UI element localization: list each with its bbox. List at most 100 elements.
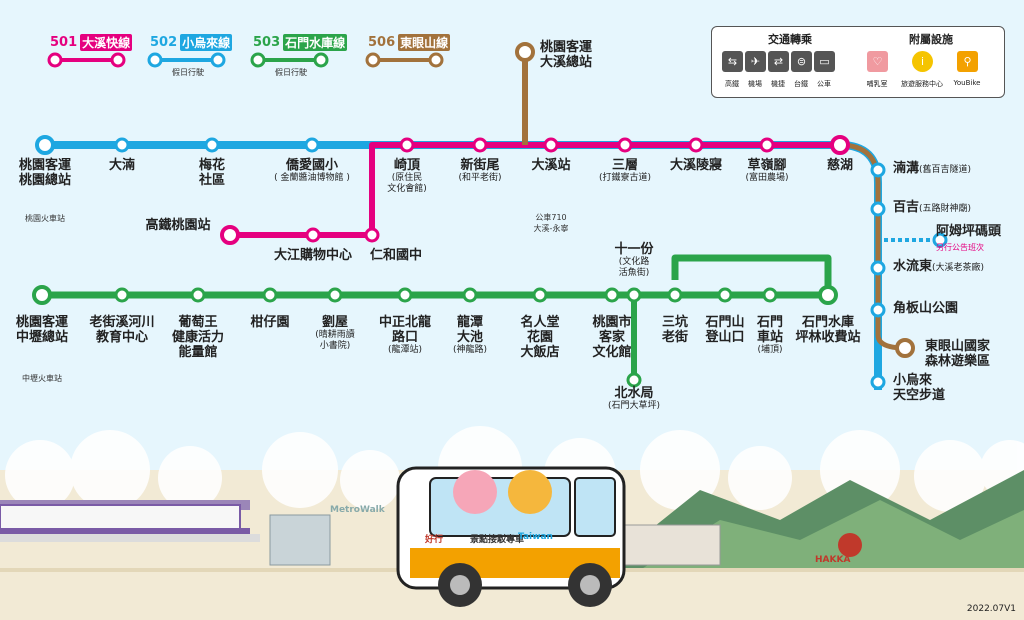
transfer-note-0: 桃園火車站 xyxy=(25,214,65,223)
station-subtitle: (石門大草坪) xyxy=(607,401,661,411)
facility-caption-1: 旅遊服務中心 xyxy=(901,80,943,88)
station-blue-6: 大溪站 xyxy=(531,158,570,173)
station-dot-green-1[interactable] xyxy=(114,287,130,303)
station-name: 柑仔園 xyxy=(250,315,290,330)
station-dot-amuping[interactable] xyxy=(932,232,948,248)
station-amuping: 阿姆坪碼頭 xyxy=(936,224,1001,239)
station-dot-east-5[interactable] xyxy=(870,374,886,390)
station-dot-east-4[interactable] xyxy=(895,338,915,358)
station-dot-blue-9[interactable] xyxy=(759,137,775,153)
line-506-east xyxy=(839,142,906,351)
station-name: 大溪陵寢 xyxy=(669,158,723,173)
station-green-8: 桃園市 客家 文化館 xyxy=(592,315,631,360)
facility-caption-2: YouBike xyxy=(953,79,981,87)
station-subtitle: (原住民 文化會館) xyxy=(387,173,427,194)
station-name: 石門山 登山口 xyxy=(705,315,745,345)
station-east-5: 小烏來 天空步道 xyxy=(893,373,945,403)
station-dot-green-4[interactable] xyxy=(327,287,343,303)
transfer-icon-0: ⇆ xyxy=(722,51,743,72)
station-name: 角板山公園 xyxy=(893,301,959,316)
station-shiyifen: 十一份(文化路 活魚街) xyxy=(614,242,653,279)
station-dot-blue-3[interactable] xyxy=(304,137,320,153)
transfer-caption-2: 機捷 xyxy=(771,80,785,88)
station-blue-8: 大溪陵寢 xyxy=(670,158,722,173)
station-blue-9: 草嶺腳(富田農場) xyxy=(745,158,788,184)
station-dot-hsr-taoyuan[interactable] xyxy=(220,225,240,245)
station-dot-shiyifen[interactable] xyxy=(626,287,642,303)
station-green-1: 老街溪河川 教育中心 xyxy=(89,315,154,345)
line-501 xyxy=(230,142,840,238)
station-dot-blue-5[interactable] xyxy=(472,137,488,153)
station-dot-green-6[interactable] xyxy=(462,287,478,303)
station-subtitle: (晴耕雨讀 小書院) xyxy=(315,330,355,351)
transfer-note-2: 公車710 大溪-永寧 xyxy=(533,213,569,233)
station-name: 桃園客運 中壢總站 xyxy=(15,315,69,345)
station-name: 草嶺腳 xyxy=(747,158,787,173)
station-dot-east-1[interactable] xyxy=(870,201,886,217)
bus-caption: 景點接駁專車 xyxy=(470,535,525,545)
station-dot-green-9[interactable] xyxy=(667,287,683,303)
station-dot-blue-4[interactable] xyxy=(399,137,415,153)
route-legend-dot-502-0[interactable] xyxy=(147,52,163,68)
station-dot-blue-7[interactable] xyxy=(617,137,633,153)
station-beishuiju: 北水局(石門大草坪) xyxy=(608,386,660,412)
station-hsr-taoyuan: 高鐵桃園站 xyxy=(145,218,210,233)
route-code: 506 xyxy=(368,35,396,50)
station-name: 石門水庫 坪林收費站 xyxy=(795,315,861,345)
route-name: 大溪快線 xyxy=(80,34,133,51)
station-dot-green-2[interactable] xyxy=(190,287,206,303)
station-dot-green-3[interactable] xyxy=(262,287,278,303)
station-dot-dajiang[interactable] xyxy=(305,227,321,243)
station-subtitle: (打鐵寮古道) xyxy=(598,173,652,183)
station-dot-blue-1[interactable] xyxy=(114,137,130,153)
route-note-502: 假日行駛 xyxy=(172,68,204,77)
station-dot-blue-6[interactable] xyxy=(543,137,559,153)
route-legend-dot-506-0[interactable] xyxy=(365,52,381,68)
station-dot-east-3[interactable] xyxy=(870,302,886,318)
hakka-sign: HAKKA xyxy=(815,555,851,565)
station-dot-green-12[interactable] xyxy=(818,285,838,305)
station-dot-blue-10[interactable] xyxy=(830,135,850,155)
station-dot-green-8[interactable] xyxy=(604,287,620,303)
station-blue-0: 桃園客運 桃園總站 xyxy=(19,158,71,188)
station-subtitle: (神龍路) xyxy=(452,345,488,355)
station-dot-beishuiju[interactable] xyxy=(626,372,642,388)
station-name: 水流東 xyxy=(893,259,933,274)
transfer-caption-1: 機場 xyxy=(748,80,762,88)
route-legend-dot-503-0[interactable] xyxy=(250,52,266,68)
station-blue-3: 僑愛國小( 金蘭醬油博物館 ) xyxy=(274,158,350,184)
route-legend-dot-502-1[interactable] xyxy=(210,52,226,68)
station-dot-blue-0[interactable] xyxy=(35,135,55,155)
station-dot-green-7[interactable] xyxy=(532,287,548,303)
station-subtitle: (文化路 活魚街) xyxy=(618,257,650,278)
station-dot-blue-8[interactable] xyxy=(688,137,704,153)
station-dot-daxi-terminal[interactable] xyxy=(515,42,535,62)
station-dot-east-0[interactable] xyxy=(870,162,886,178)
route-legend-dot-501-0[interactable] xyxy=(47,52,63,68)
station-name: 三坑 老街 xyxy=(661,315,689,345)
station-name: 大湳 xyxy=(108,158,136,173)
station-blue-4: 崎頂(原住民 文化會館) xyxy=(387,158,427,195)
route-legend-dot-501-1[interactable] xyxy=(110,52,126,68)
station-green-4: 劉屋(晴耕雨讀 小書院) xyxy=(315,315,355,352)
route-legend-dot-503-1[interactable] xyxy=(313,52,329,68)
station-blue-2: 梅花 社區 xyxy=(199,158,225,188)
station-subtitle: (富田農場) xyxy=(745,173,789,183)
station-dot-blue-2[interactable] xyxy=(204,137,220,153)
route-name: 小烏來線 xyxy=(180,34,233,51)
station-dot-renhe[interactable] xyxy=(364,227,380,243)
route-legend-dot-506-1[interactable] xyxy=(428,52,444,68)
station-dot-green-11[interactable] xyxy=(762,287,778,303)
facility-title: 附屬設施 xyxy=(909,33,953,46)
transfer-caption-0: 高鐵 xyxy=(725,80,739,88)
station-east-2: 水流東(大溪老茶廠) xyxy=(893,259,984,274)
station-dot-green-10[interactable] xyxy=(717,287,733,303)
station-green-11: 石門 車站(埔頂) xyxy=(757,315,783,356)
station-dot-east-2[interactable] xyxy=(870,260,886,276)
station-dot-green-5[interactable] xyxy=(397,287,413,303)
station-name: 湳溝 xyxy=(893,161,920,176)
station-dot-green-0[interactable] xyxy=(32,285,52,305)
